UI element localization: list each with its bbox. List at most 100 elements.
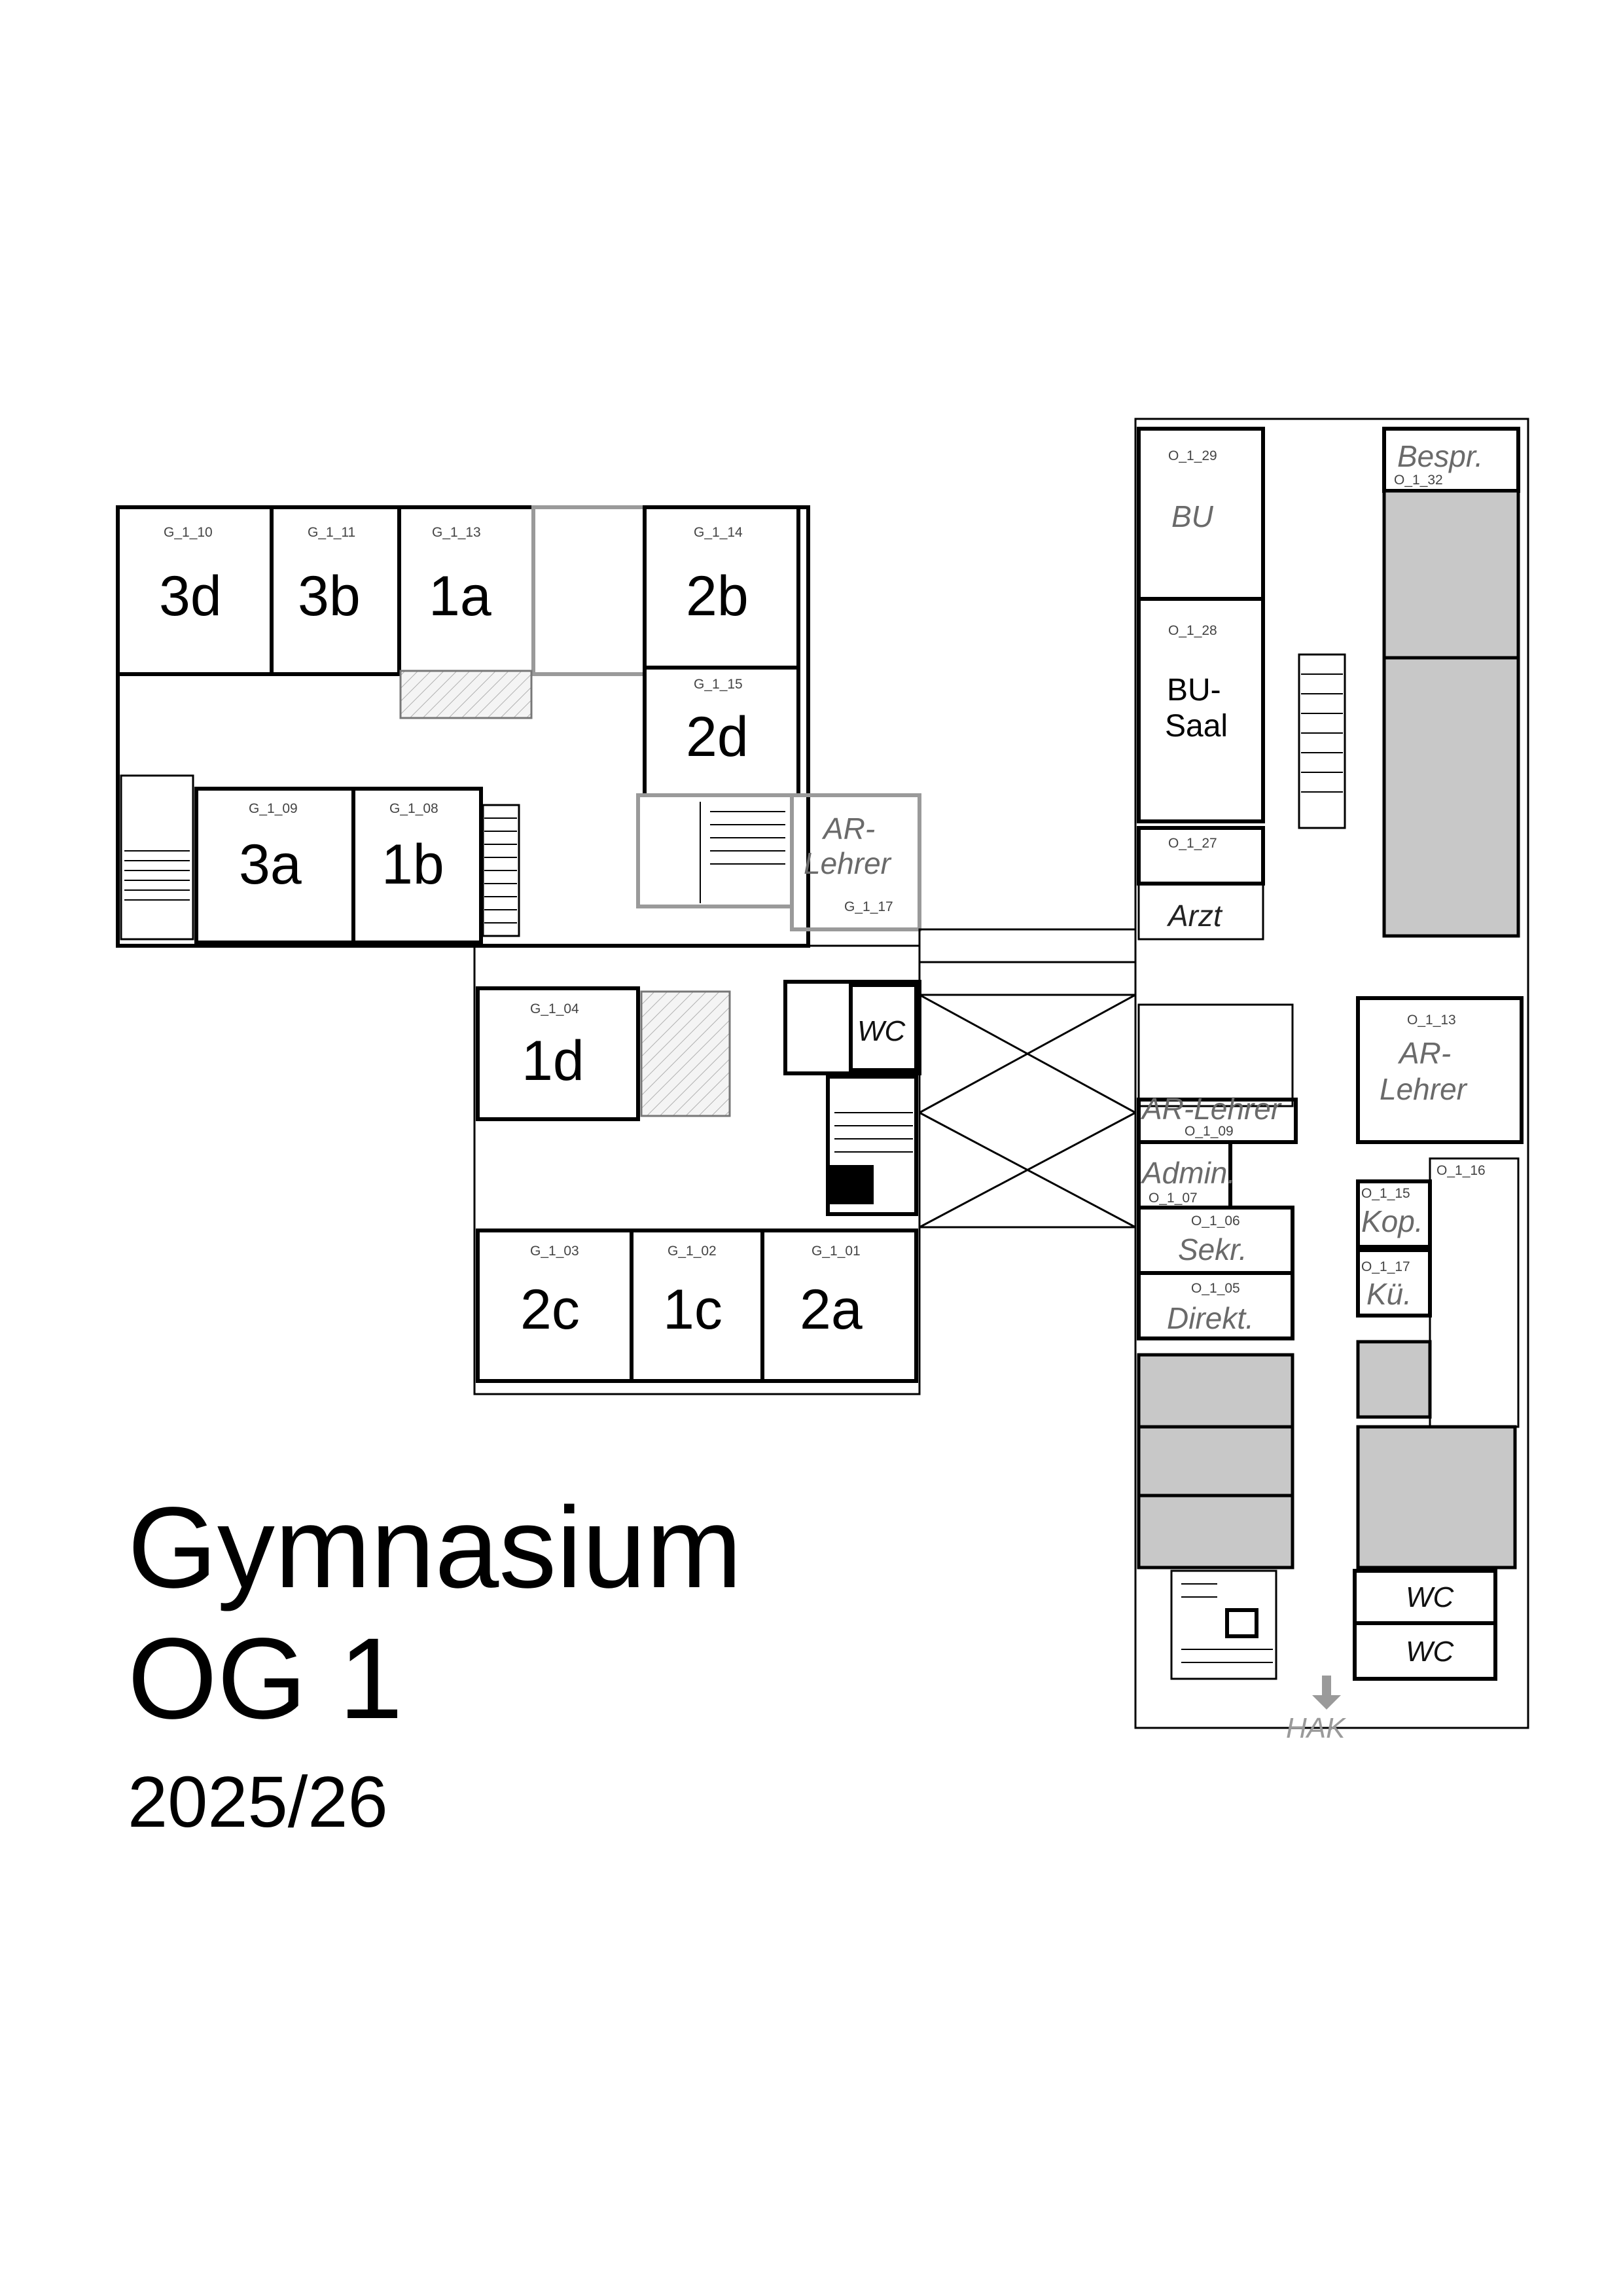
stair-west (120, 774, 194, 941)
room-g-1-08[interactable] (351, 787, 483, 944)
code-g-1-01: G_1_01 (812, 1244, 861, 1259)
code-g-1-04: G_1_04 (530, 1001, 579, 1016)
code-o-1-16: O_1_16 (1436, 1163, 1486, 1178)
label-wc-west: WC (857, 1015, 906, 1047)
code-g-1-03: G_1_03 (530, 1244, 579, 1259)
room-g-1-01[interactable] (760, 1229, 918, 1383)
code-g-1-02: G_1_02 (668, 1244, 717, 1259)
room-o-1-16[interactable] (1429, 1157, 1520, 1428)
grey-zone-east-3 (1356, 1340, 1432, 1419)
title-building: Gymnasium (128, 1484, 742, 1612)
room-o-1-29[interactable] (1137, 427, 1265, 601)
label-arzt: Arzt (1166, 899, 1223, 933)
code-g-1-13: G_1_13 (432, 525, 481, 540)
label-2d: 2d (686, 706, 749, 768)
wc-west-room (849, 983, 918, 1072)
room-o-1-17[interactable] (1356, 1248, 1432, 1318)
label-bu-saal-line2: Saal (1165, 709, 1228, 744)
title-block: Gymnasium OG 1 2025/26 (128, 1482, 742, 1852)
label-1d: 1d (522, 1030, 584, 1092)
room-g-1-10[interactable] (116, 505, 274, 676)
label-sekr: Sekr. (1178, 1232, 1247, 1266)
label-3a: 3a (239, 833, 302, 896)
label-2c: 2c (520, 1278, 580, 1341)
code-g-1-10: G_1_10 (164, 525, 213, 540)
room-g-1-17[interactable] (790, 793, 921, 931)
code-o-1-32: O_1_32 (1394, 473, 1443, 488)
grey-zone-west-2 (1137, 1425, 1294, 1498)
label-1a: 1a (429, 565, 491, 628)
room-g-1-11[interactable] (270, 505, 401, 676)
room-g-1-14[interactable] (643, 505, 800, 670)
hatched-void-north (399, 670, 533, 719)
west-wing (116, 505, 921, 948)
code-g-1-17: G_1_17 (844, 899, 893, 914)
grey-zone-west-1 (1137, 1353, 1294, 1429)
label-direkt: Direkt. (1167, 1301, 1254, 1335)
grey-zone-east-2 (1382, 656, 1520, 938)
code-o-1-17: O_1_17 (1361, 1259, 1410, 1274)
room-g-1-03[interactable] (476, 1229, 633, 1383)
code-g-1-09: G_1_09 (249, 801, 298, 816)
code-o-1-09: O_1_09 (1185, 1124, 1234, 1139)
hatched-void-central (640, 990, 731, 1117)
room-o-1-13[interactable] (1356, 996, 1524, 1144)
title-floor: OG 1 (128, 1615, 403, 1743)
label-3b: 3b (298, 565, 361, 628)
room-o-1-32[interactable] (1382, 427, 1520, 493)
label-bespr: Bespr. (1397, 439, 1483, 473)
bridge (918, 928, 1137, 1229)
code-o-1-05: O_1_05 (1191, 1281, 1240, 1296)
room-g-1-04[interactable] (476, 986, 640, 1121)
labels: G_1_10 3d G_1_11 3b G_1_13 1a G_1_14 2b … (159, 439, 1486, 1744)
label-g-1-17-line1: AR- (821, 812, 875, 846)
grey-zone-east-4 (1356, 1425, 1517, 1570)
code-o-1-15: O_1_15 (1361, 1186, 1410, 1201)
label-kop: Kop. (1361, 1204, 1423, 1238)
label-hak: HAK (1286, 1712, 1346, 1744)
code-o-1-28: O_1_28 (1168, 623, 1217, 638)
central-block (473, 944, 921, 1395)
label-bu: BU (1171, 499, 1214, 533)
label-bu-saal-line1: BU- (1167, 673, 1221, 708)
stair-east-north (1298, 653, 1346, 829)
code-o-1-07: O_1_07 (1149, 1191, 1198, 1206)
code-o-1-06: O_1_06 (1191, 1213, 1240, 1229)
code-g-1-14: G_1_14 (694, 525, 743, 540)
label-2b: 2b (686, 565, 749, 628)
room-o-1-15[interactable] (1356, 1179, 1432, 1249)
stair-central (636, 793, 794, 908)
room-arzt[interactable] (1137, 882, 1264, 941)
label-o-1-13-line2: Lehrer (1380, 1072, 1468, 1106)
code-g-1-08: G_1_08 (389, 801, 438, 816)
code-o-1-13: O_1_13 (1407, 1013, 1456, 1028)
east-wing (1134, 418, 1529, 1729)
title-year: 2025/26 (128, 1762, 388, 1842)
label-3d: 3d (159, 565, 222, 628)
code-g-1-15: G_1_15 (694, 677, 743, 692)
label-1c: 1c (663, 1278, 722, 1341)
room-o-1-28[interactable] (1137, 597, 1265, 823)
stair-east-south (1170, 1570, 1277, 1680)
label-1b: 1b (382, 833, 444, 896)
code-g-1-11: G_1_11 (308, 525, 355, 540)
exit-arrow-icon (1312, 1676, 1341, 1710)
label-o-1-09: AR-Lehrer (1140, 1092, 1282, 1126)
wc-east-lower-room (1353, 1621, 1497, 1681)
room-o-1-05[interactable] (1137, 1271, 1294, 1340)
stair-west-2 (482, 804, 520, 937)
label-o-1-13-line1: AR- (1397, 1036, 1451, 1070)
label-2a: 2a (800, 1278, 863, 1341)
stair-central-south (826, 1075, 918, 1216)
room-g-1-02[interactable] (630, 1229, 764, 1383)
label-wc-east-upper: WC (1406, 1581, 1455, 1613)
room-g-1-09[interactable] (194, 787, 355, 944)
label-admin: Admin. (1140, 1156, 1236, 1190)
code-o-1-29: O_1_29 (1168, 448, 1217, 463)
code-o-1-27: O_1_27 (1168, 836, 1217, 851)
label-g-1-17-line2: Lehrer (804, 846, 892, 880)
grey-zone-east-1 (1382, 489, 1520, 660)
label-wc-east-lower: WC (1406, 1636, 1455, 1668)
grey-zone-west-3 (1137, 1494, 1294, 1570)
